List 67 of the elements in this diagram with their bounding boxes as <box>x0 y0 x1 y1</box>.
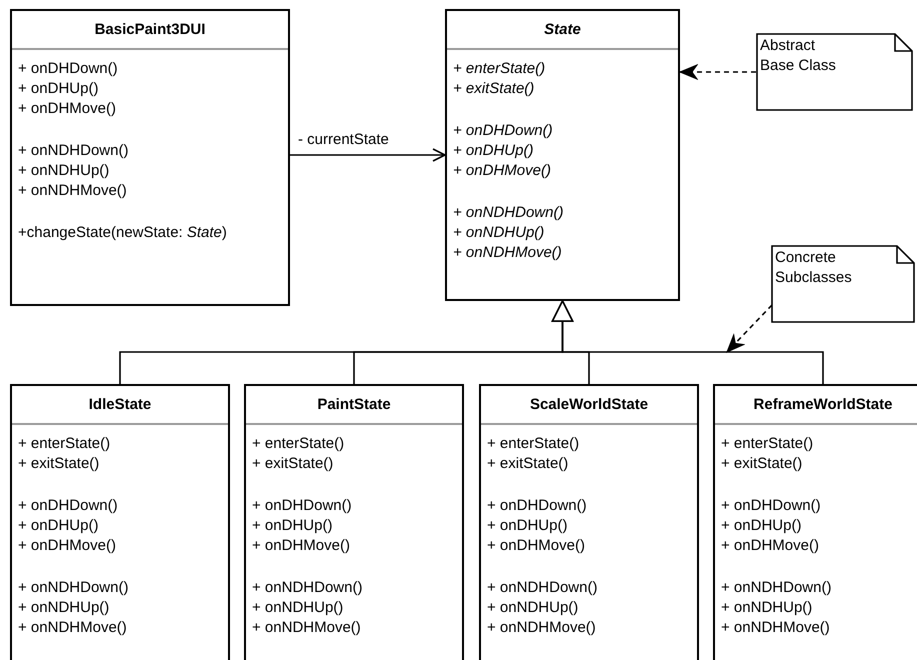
method-text: + onDHUp() <box>18 516 98 536</box>
method-text: + exitState() <box>18 454 100 474</box>
method-text: + onNDHMove() <box>18 618 127 638</box>
leader-line <box>726 304 773 353</box>
method-text: + onDHMove() <box>252 536 350 556</box>
note <box>771 245 915 323</box>
class-box <box>10 384 230 660</box>
method-text: + onDHMove() <box>18 99 116 119</box>
class-box <box>445 9 680 301</box>
method-text: + onNDHDown() <box>252 578 362 598</box>
class-name: IdleState <box>12 386 228 425</box>
class-name: ReframeWorldState <box>715 386 917 425</box>
method-text: + onDHDown() <box>487 496 587 516</box>
method-text: + onDHMove() <box>721 536 819 556</box>
method-text: + onDHDown() <box>721 496 821 516</box>
note <box>756 33 913 111</box>
class-name: BasicPaint3DUI <box>12 11 288 50</box>
method-text: + onNDHMove() <box>487 618 596 638</box>
method-text: + exitState() <box>487 454 568 474</box>
class-box <box>10 9 290 306</box>
method-text: + onNDHDown() <box>721 578 832 598</box>
method-text: +changeState(newState: State) <box>18 223 227 243</box>
method-text: + onNDHUp() <box>721 598 812 618</box>
class-name: State <box>447 11 678 50</box>
method-text: + enterState() <box>453 59 546 79</box>
method-text: + onNDHDown() <box>453 203 564 223</box>
method-text: + enterState() <box>252 434 344 454</box>
method-text: + onDHMove() <box>453 161 551 181</box>
class-box <box>244 384 464 660</box>
class-box <box>479 384 699 660</box>
inheritance-arrow <box>552 300 824 384</box>
method-text: + onDHUp() <box>453 141 534 161</box>
method-text: + onNDHUp() <box>487 598 578 618</box>
method-text: + onNDHDown() <box>18 578 128 598</box>
method-text: + exitState() <box>721 454 802 474</box>
note-text: Abstract Base Class <box>759 36 837 76</box>
method-text: + onNDHMove() <box>18 181 127 201</box>
method-text: + onNDHDown() <box>18 141 128 161</box>
note-text: Concrete Subclasses <box>774 248 853 288</box>
method-text: + onNDHUp() <box>252 598 344 618</box>
method-text: + onDHUp() <box>721 516 802 536</box>
method-text: + enterState() <box>487 434 580 454</box>
method-text: + onNDHUp() <box>453 223 544 243</box>
method-text: + onDHDown() <box>18 59 118 79</box>
arrow <box>680 64 756 80</box>
method-text: + onDHDown() <box>453 121 553 141</box>
method-text: + enterState() <box>18 434 110 454</box>
method-text: + onNDHMove() <box>721 618 830 638</box>
method-text: + onDHUp() <box>18 79 98 99</box>
arrow <box>290 148 446 162</box>
class-name: ScaleWorldState <box>481 386 697 425</box>
class-name: PaintState <box>246 386 462 425</box>
method-text: + onNDHMove() <box>453 243 562 263</box>
method-text: + enterState() <box>721 434 814 454</box>
method-text: + onDHDown() <box>18 496 118 516</box>
method-text: + onNDHDown() <box>487 578 598 598</box>
method-text: + onDHUp() <box>487 516 568 536</box>
method-text: + exitState() <box>252 454 334 474</box>
method-text: + exitState() <box>453 79 534 99</box>
method-text: + onDHMove() <box>487 536 585 556</box>
method-text: + onDHUp() <box>252 516 332 536</box>
class-box <box>713 384 917 660</box>
method-text: + onNDHUp() <box>18 598 110 618</box>
method-text: + onNDHMove() <box>252 618 361 638</box>
method-text: + onDHDown() <box>252 496 352 516</box>
method-text: + onDHMove() <box>18 536 116 556</box>
method-text: + onNDHUp() <box>18 161 110 181</box>
